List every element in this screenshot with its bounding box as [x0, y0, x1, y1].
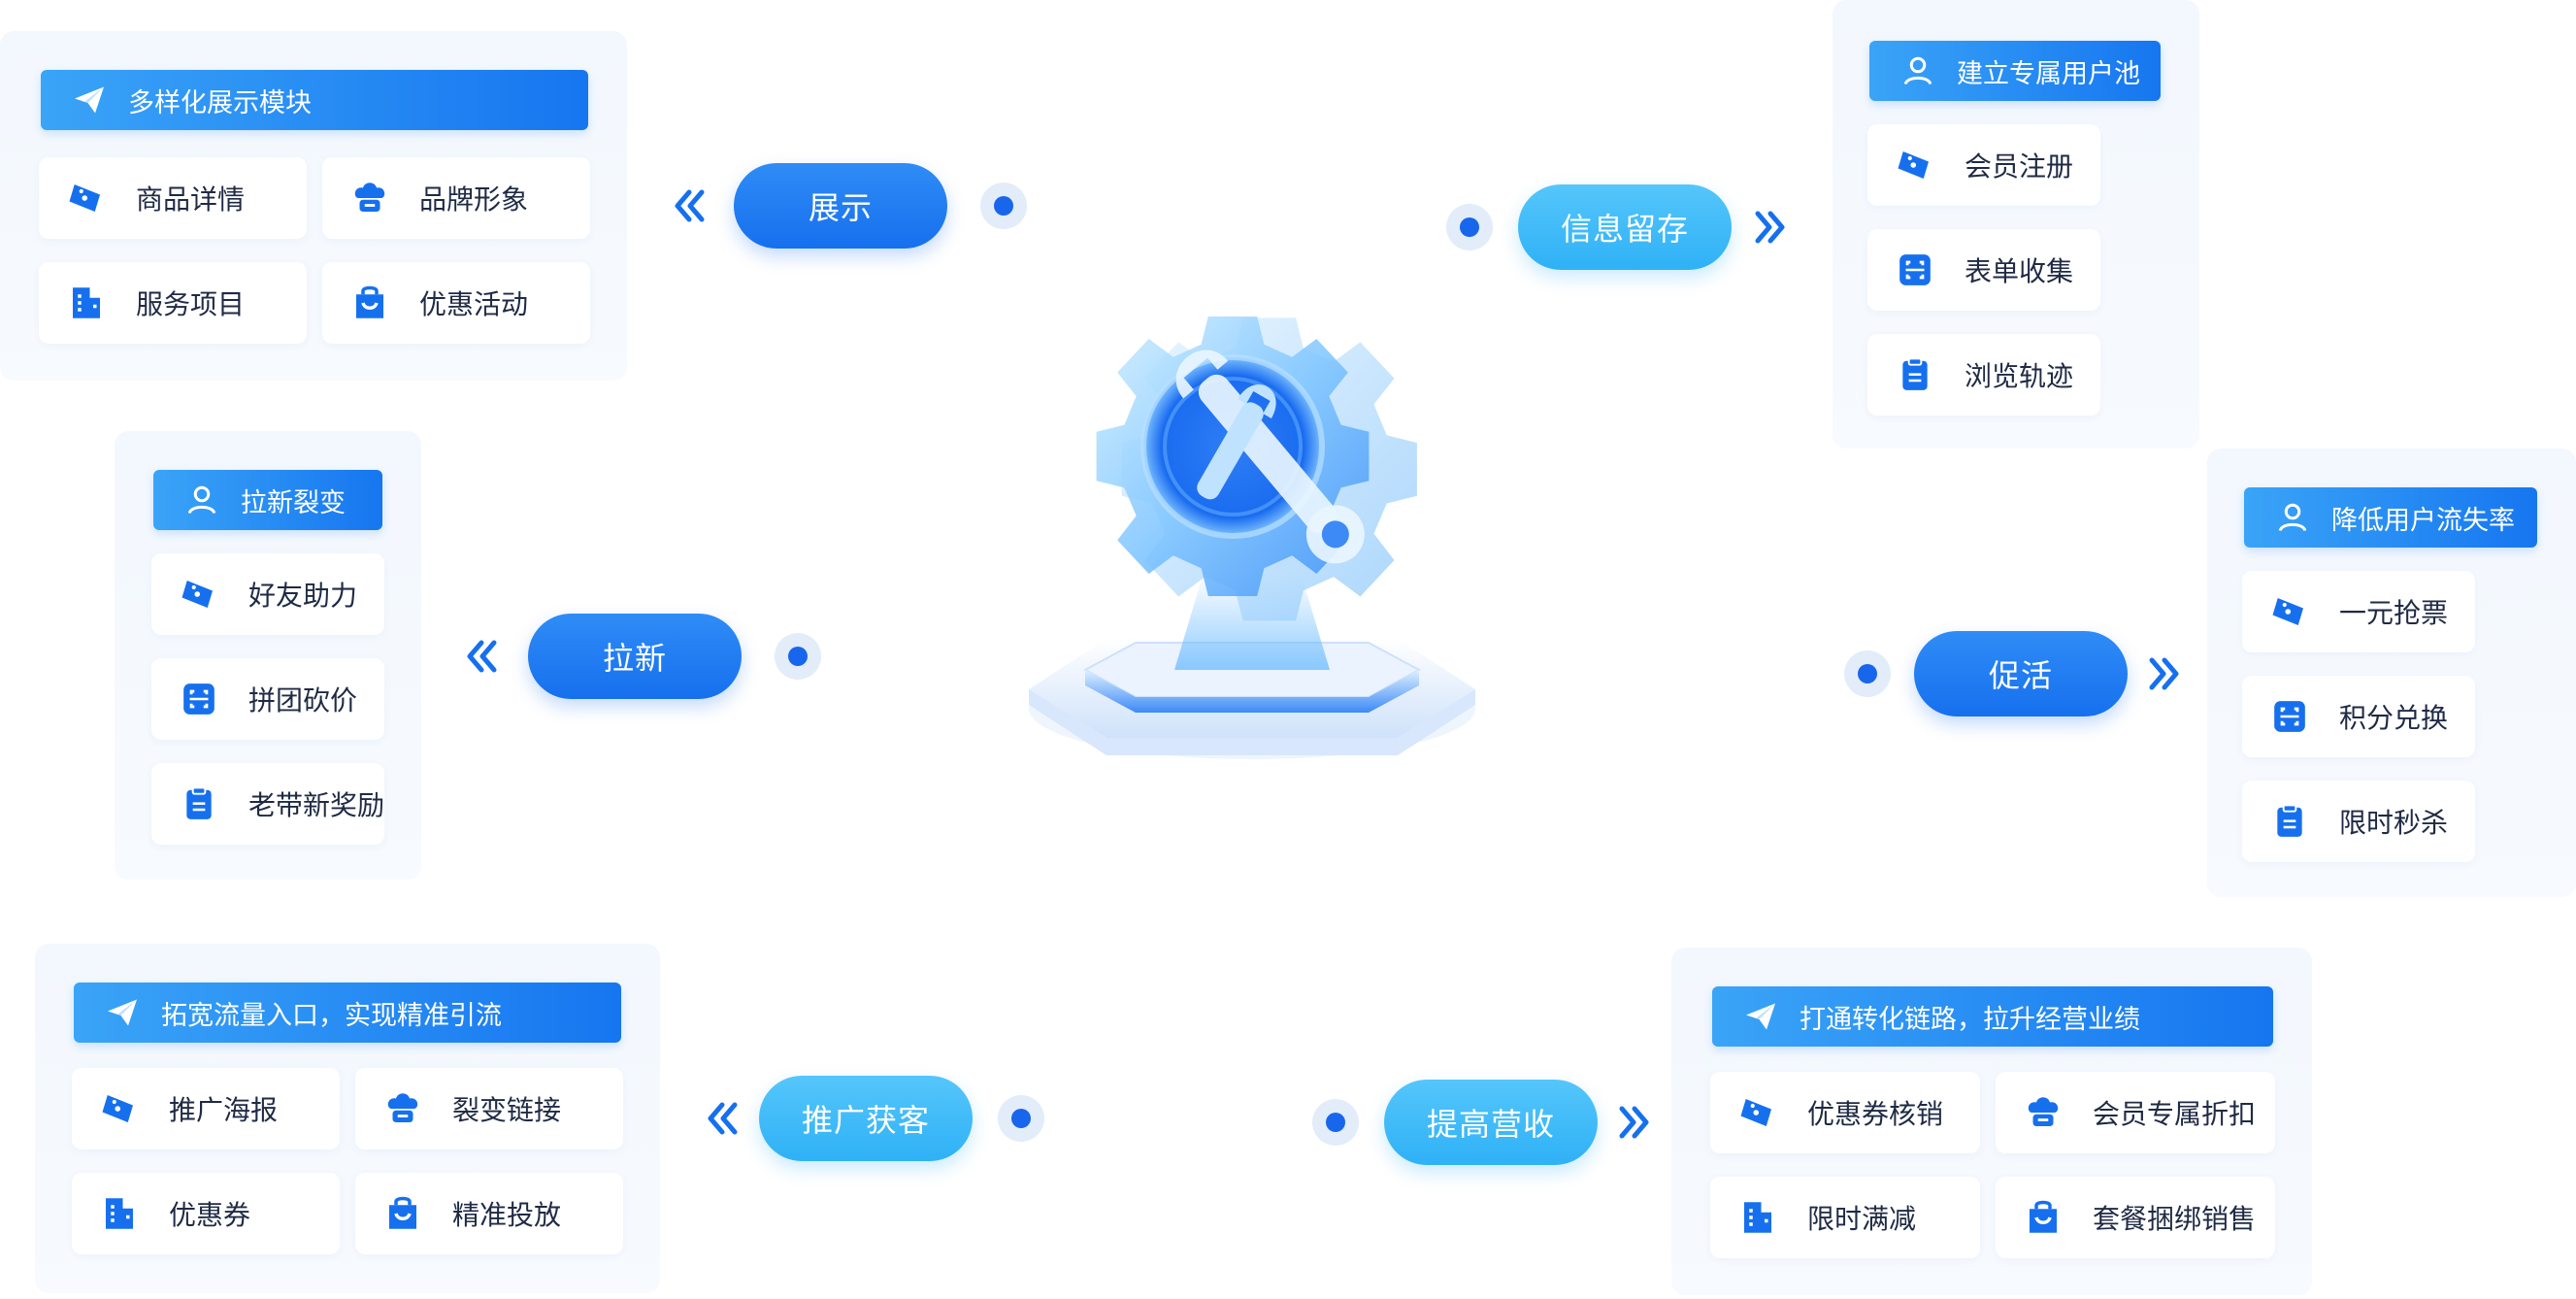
chevron-left-icon — [705, 1099, 740, 1138]
user-icon — [2271, 496, 2314, 539]
panel-churn-header: 降低用户流失率 — [2244, 487, 2537, 548]
item-member-discount[interactable]: 会员专属折扣 — [1996, 1072, 2275, 1153]
connector-dot — [980, 183, 1027, 229]
item-coupon[interactable]: 优惠券 — [72, 1173, 340, 1254]
panel-display-title: 多样化展示模块 — [128, 87, 312, 118]
clipboard-icon — [179, 783, 219, 824]
node-info-retention[interactable]: 信息留存 — [1518, 184, 1732, 270]
shopping-bag-icon — [382, 1193, 423, 1234]
node-promotion[interactable]: 推广获客 — [759, 1076, 973, 1161]
item-brand-image[interactable]: 品牌形象 — [322, 157, 590, 239]
item-friend-help[interactable]: 好友助力 — [151, 553, 384, 635]
item-coupon-redeem[interactable]: 优惠券核销 — [1710, 1072, 1980, 1153]
item-promo[interactable]: 优惠活动 — [322, 262, 590, 344]
node-display[interactable]: 展示 — [734, 163, 947, 249]
building-icon — [66, 283, 107, 323]
panel-traffic: 拓宽流量入口，实现精准引流 推广海报 裂变链接 优惠券 精准投放 — [35, 944, 660, 1293]
panel-user-pool: 建立专属用户池 会员注册 表单收集 浏览轨迹 — [1833, 0, 2199, 449]
ticket-icon — [66, 178, 107, 218]
connector-dot — [1312, 1099, 1359, 1146]
item-bundle-sale[interactable]: 套餐捆绑销售 — [1996, 1177, 2275, 1258]
center-illustration — [971, 252, 1514, 796]
item-member-register[interactable]: 会员注册 — [1867, 124, 2100, 206]
node-activation[interactable]: 促活 — [1914, 631, 2128, 716]
ticket-icon — [179, 574, 219, 615]
ticket-icon — [1895, 145, 1935, 185]
chef-hat-icon — [382, 1088, 423, 1129]
ticket-icon — [1737, 1092, 1778, 1133]
item-share-link[interactable]: 裂变链接 — [355, 1068, 623, 1149]
scan-form-icon — [1895, 250, 1935, 290]
connector-dot — [775, 633, 821, 680]
item-one-yuan-ticket[interactable]: 一元抢票 — [2242, 571, 2475, 652]
panel-revenue: 打通转化链路，拉升经营业绩 优惠券核销 会员专属折扣 限时满减 套餐捆绑销售 — [1671, 948, 2312, 1295]
item-precise-ads[interactable]: 精准投放 — [355, 1173, 623, 1254]
panel-fission-header: 拉新裂变 — [153, 470, 382, 530]
scan-form-icon — [179, 679, 219, 719]
chef-hat-icon — [349, 178, 390, 218]
panel-churn: 降低用户流失率 一元抢票 积分兑换 限时秒杀 — [2207, 449, 2576, 897]
building-icon — [99, 1193, 140, 1234]
user-icon — [181, 479, 223, 521]
chevron-right-icon — [1753, 208, 1788, 247]
item-browse-trace[interactable]: 浏览轨迹 — [1867, 334, 2100, 416]
ticket-icon — [99, 1088, 140, 1129]
chef-hat-icon — [2023, 1092, 2064, 1133]
scan-form-icon — [2269, 696, 2310, 737]
node-acquisition[interactable]: 拉新 — [528, 614, 742, 699]
connector-dot — [998, 1095, 1044, 1142]
paper-plane-icon — [1739, 995, 1782, 1038]
item-product-detail[interactable]: 商品详情 — [39, 157, 307, 239]
panel-display-header: 多样化展示模块 — [41, 70, 588, 130]
panel-fission: 拉新裂变 好友助力 拼团砍价 老带新奖励 — [115, 431, 421, 880]
item-referral-reward[interactable]: 老带新奖励 — [151, 763, 384, 845]
chevron-right-icon — [1617, 1103, 1652, 1142]
shopping-bag-icon — [349, 283, 390, 323]
shopping-bag-icon — [2023, 1197, 2064, 1238]
item-full-reduction[interactable]: 限时满减 — [1710, 1177, 1980, 1258]
paper-plane-icon — [101, 991, 144, 1034]
item-flash-sale[interactable]: 限时秒杀 — [2242, 781, 2475, 862]
connector-dot — [1844, 650, 1891, 697]
user-icon — [1897, 50, 1939, 92]
panel-traffic-header: 拓宽流量入口，实现精准引流 — [74, 983, 621, 1043]
item-points-exchange[interactable]: 积分兑换 — [2242, 676, 2475, 757]
ticket-icon — [2269, 591, 2310, 632]
chevron-left-icon — [672, 186, 707, 225]
item-poster[interactable]: 推广海报 — [72, 1068, 340, 1149]
chevron-left-icon — [464, 637, 499, 676]
connector-dot — [1446, 204, 1493, 250]
clipboard-icon — [2269, 801, 2310, 842]
item-service[interactable]: 服务项目 — [39, 262, 307, 344]
chevron-right-icon — [2147, 654, 2182, 693]
node-revenue[interactable]: 提高营收 — [1384, 1080, 1598, 1165]
panel-display: 多样化展示模块 商品详情 品牌形象 服务项目 优惠活动 — [0, 31, 627, 381]
gear-wrench-icon — [1029, 316, 1475, 759]
panel-revenue-header: 打通转化链路，拉升经营业绩 — [1712, 986, 2273, 1047]
clipboard-icon — [1895, 354, 1935, 395]
building-icon — [1737, 1197, 1778, 1238]
item-form-collect[interactable]: 表单收集 — [1867, 229, 2100, 311]
paper-plane-icon — [68, 79, 111, 121]
item-group-bargain[interactable]: 拼团砍价 — [151, 658, 384, 740]
panel-user-pool-header: 建立专属用户池 — [1869, 41, 2161, 101]
